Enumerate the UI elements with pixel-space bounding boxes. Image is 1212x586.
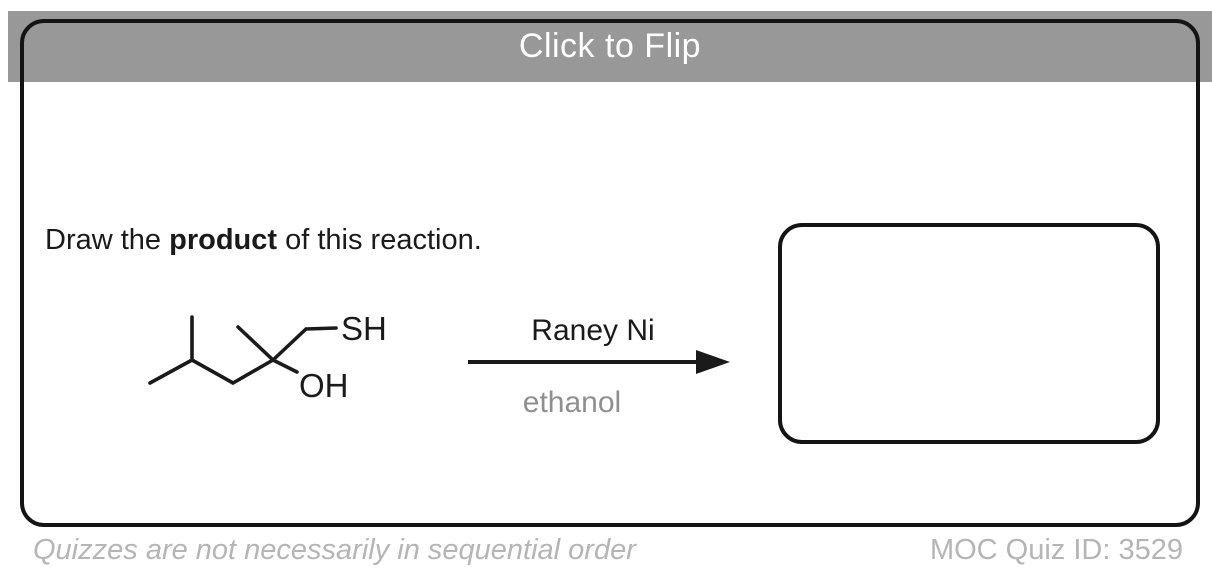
quiz-id-label: MOC Quiz ID: 3529 [929, 534, 1183, 566]
prompt-suffix: of this reaction. [277, 224, 482, 256]
hydroxyl-label: OH [299, 367, 349, 404]
product-answer-box [778, 223, 1160, 444]
reagent-above-arrow: Raney Ni [531, 314, 654, 347]
thiol-label: SH [341, 310, 387, 347]
question-prompt: Draw the product of this reaction. [45, 224, 482, 257]
solvent-below-arrow: ethanol [523, 386, 621, 419]
reactant-structure: SH OH [148, 310, 387, 404]
click-to-flip-label: Click to Flip [518, 27, 702, 65]
quiz-card[interactable] [20, 19, 1200, 527]
footer-note: Quizzes are not necessarily in sequentia… [33, 534, 636, 566]
reaction-arrow-group: Raney Ni ethanol [468, 314, 730, 419]
prompt-bold-word: product [169, 224, 278, 256]
molecule-skeleton-bonds [148, 315, 338, 385]
prompt-prefix: Draw the [45, 224, 170, 256]
reaction-arrow-head [696, 350, 730, 374]
